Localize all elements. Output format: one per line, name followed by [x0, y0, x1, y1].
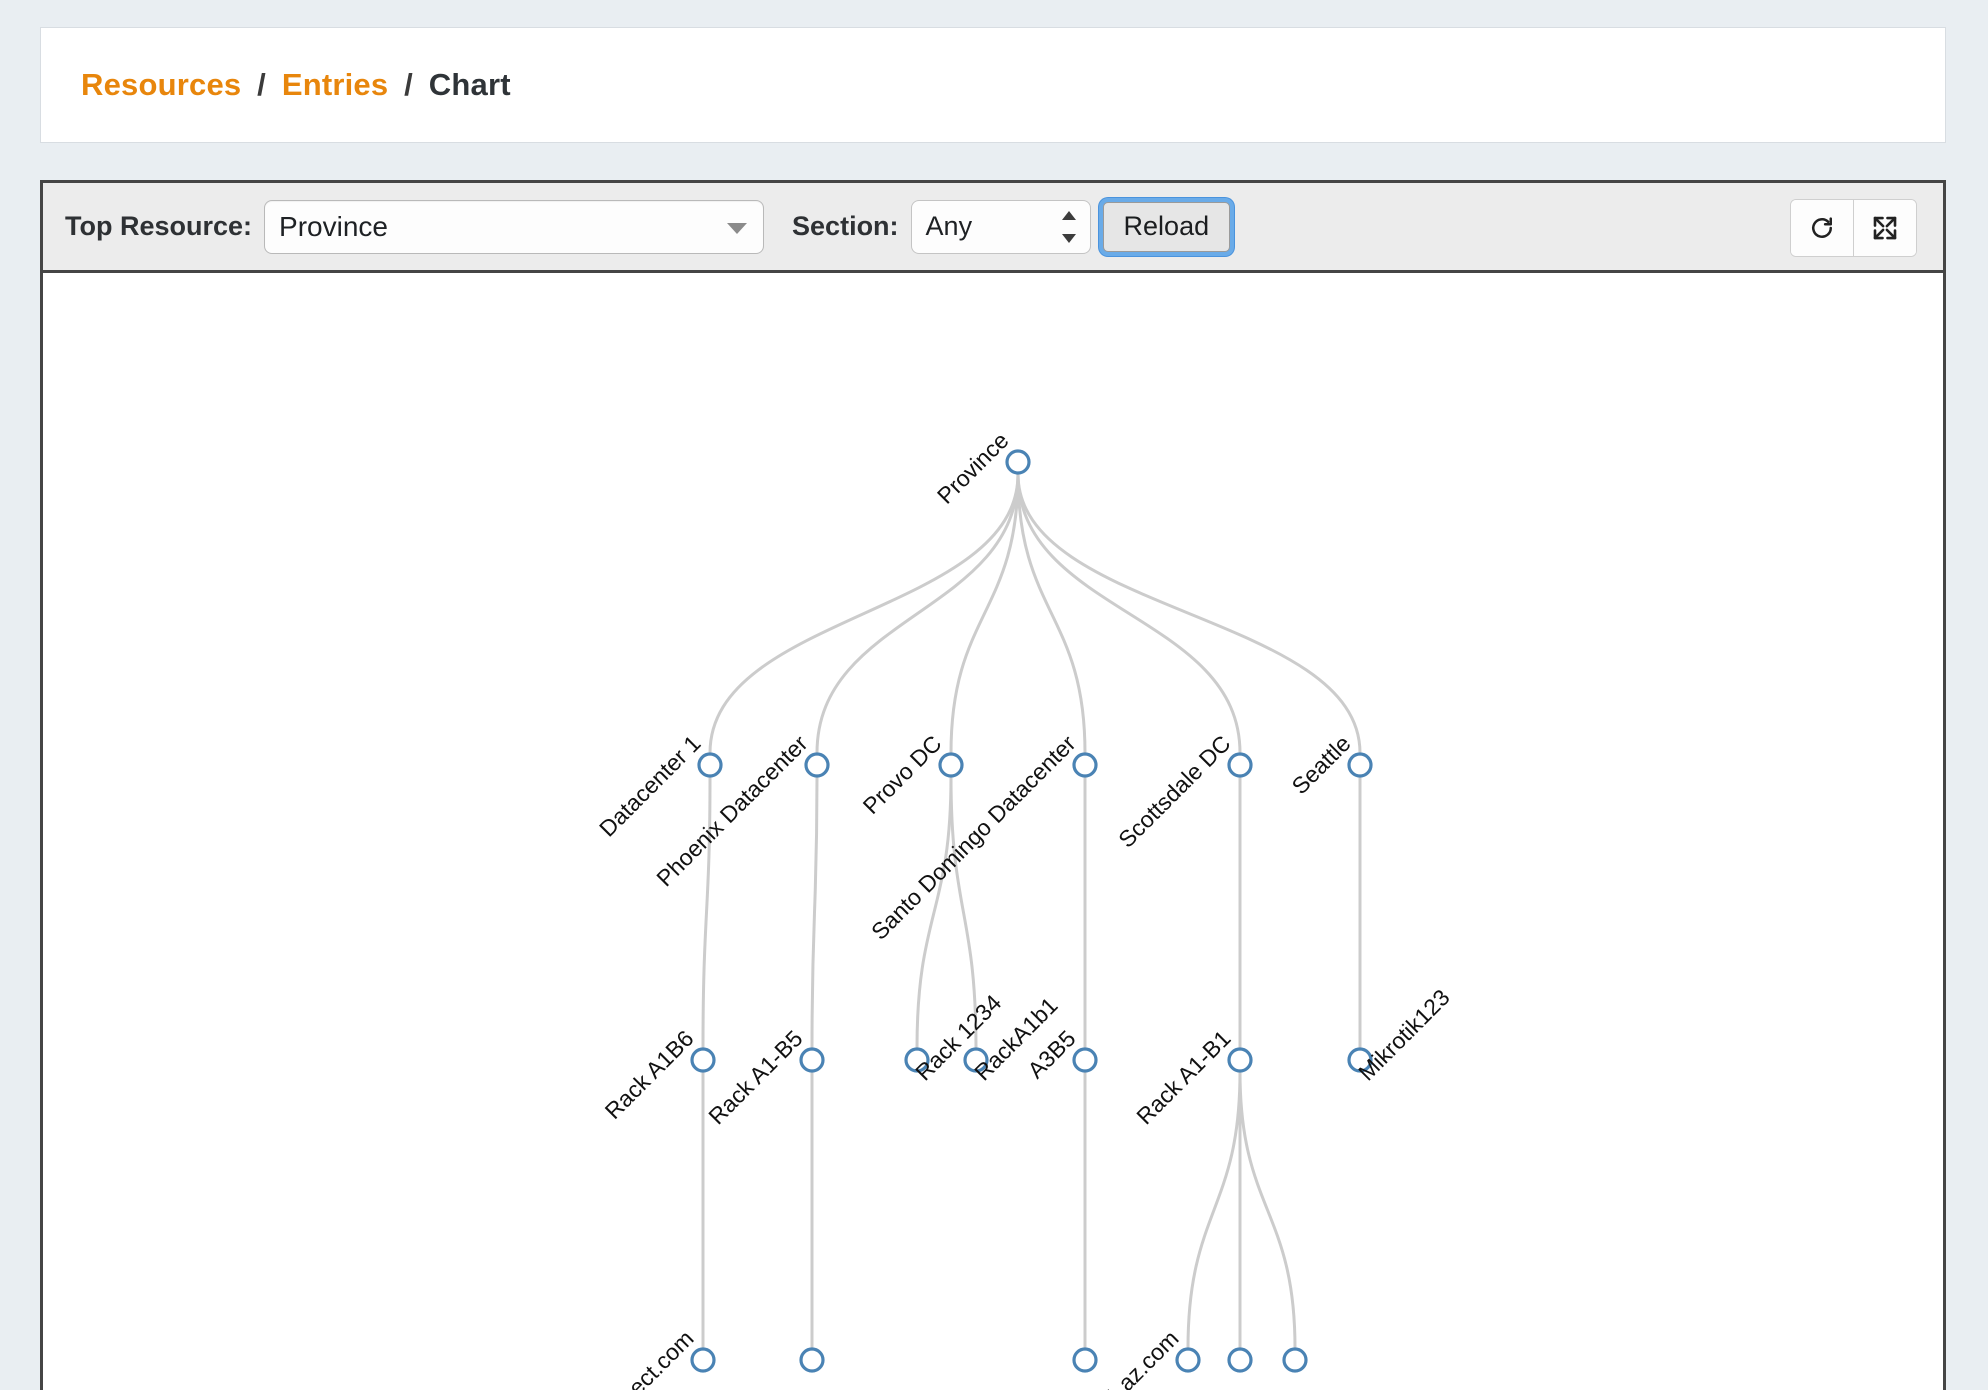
refresh-icon [1812, 216, 1832, 238]
fullscreen-button[interactable] [1853, 199, 1916, 256]
tree-node-circle[interactable] [1072, 1347, 1098, 1373]
breadcrumb-separator-1: / [257, 67, 266, 102]
tree-node[interactable] [799, 1347, 825, 1373]
tree-node-circle[interactable] [1347, 1047, 1373, 1073]
breadcrumb-separator-2: / [404, 67, 413, 102]
tree-node[interactable] [1282, 1347, 1308, 1373]
tree-node-label: Datacenter 1 [594, 730, 706, 842]
tree-node[interactable]: Rack A1-B5 [703, 1025, 825, 1129]
tree-node-label: Rack A1-B1 [1131, 1025, 1235, 1129]
top-resource-select[interactable]: Province [264, 199, 765, 254]
tree-link [949, 473, 1020, 754]
tree-link [949, 776, 978, 1049]
tree-links-layer [701, 473, 1362, 1349]
tree-node-circle[interactable] [1005, 449, 1031, 475]
tree-link [708, 473, 1020, 754]
tree-node-circle[interactable] [799, 1347, 825, 1373]
tree-node-circle[interactable] [1227, 1347, 1253, 1373]
tree-node[interactable] [1227, 1347, 1253, 1373]
tree-node-circle[interactable] [1175, 1347, 1201, 1373]
chart-action-buttons [1790, 198, 1917, 257]
tree-node[interactable]: Rack A1B6 [600, 1025, 716, 1124]
tree-node-circle[interactable] [690, 1347, 716, 1373]
tree-node-circle[interactable] [963, 1047, 989, 1073]
tree-node-circle[interactable] [938, 752, 964, 778]
tree-node[interactable]: Provo DC [858, 730, 964, 819]
tree-node-label: Provo DC [858, 730, 947, 819]
tree-node-circle[interactable] [799, 1047, 825, 1073]
tree-node-circle[interactable] [1347, 752, 1373, 778]
tree-link [1016, 473, 1087, 754]
tree-node[interactable]: Rack A1-B1 [1131, 1025, 1253, 1129]
tree-link [810, 776, 819, 1049]
tree-node-circle[interactable] [1072, 752, 1098, 778]
tree-link [701, 776, 712, 1049]
breadcrumb-item-resources[interactable]: Resources [81, 67, 242, 102]
chart-toolbar: Top Resource: Province Section: Any Relo… [43, 183, 1943, 273]
tree-node-circle[interactable] [804, 752, 830, 778]
tree-link [1238, 1071, 1297, 1349]
tree-node-label: Mikrotik123 [1353, 984, 1455, 1086]
tree-node[interactable]: Scottsdale DC [1113, 730, 1253, 852]
fullscreen-icon [1873, 216, 1897, 239]
tree-link [1016, 473, 1362, 754]
tree-node-circle[interactable] [904, 1047, 930, 1073]
top-resource-value: Province [279, 210, 388, 242]
tree-node-circle[interactable] [1282, 1347, 1308, 1373]
breadcrumb-card: Resources / Entries / Chart [40, 27, 1946, 143]
refresh-button[interactable] [1791, 199, 1853, 256]
breadcrumb: Resources / Entries / Chart [41, 67, 511, 103]
tree-node[interactable]: br7.6connect.com [551, 1325, 716, 1390]
tree-node[interactable]: cs1.az.com [1083, 1325, 1201, 1390]
tree-node-label: Rack A1-B5 [703, 1025, 807, 1129]
chevron-down-icon [727, 222, 748, 234]
chart-panel: Top Resource: Province Section: Any Relo… [40, 180, 1946, 1390]
tree-node-label: Seattle [1287, 730, 1356, 799]
section-select[interactable]: Any [910, 199, 1091, 254]
breadcrumb-item-entries[interactable]: Entries [281, 67, 389, 102]
tree-node-label: Rack A1B6 [600, 1025, 699, 1124]
tree-node-circle[interactable] [690, 1047, 716, 1073]
tree-link [815, 473, 1020, 754]
tree-node-label: cs1.az.com [1083, 1325, 1184, 1390]
reload-focus-ring: Reload [1098, 197, 1235, 256]
breadcrumb-item-chart: Chart [428, 67, 511, 102]
section-label: Section: [792, 211, 899, 241]
tree-node-circle[interactable] [1072, 1047, 1098, 1073]
tree-node[interactable] [1072, 1347, 1098, 1373]
stepper-arrows-icon [1061, 210, 1076, 243]
tree-node-circle[interactable] [1227, 1047, 1253, 1073]
section-value: Any [925, 211, 973, 241]
tree-node-label: br7.6connect.com [551, 1325, 699, 1390]
tree-link [915, 776, 953, 1049]
tree-node-circle[interactable] [1227, 752, 1253, 778]
top-resource-label: Top Resource: [65, 211, 253, 241]
reload-button[interactable]: Reload [1102, 201, 1231, 252]
tree-node-label: Scottsdale DC [1113, 730, 1235, 852]
tree-node-label: Province [932, 427, 1014, 509]
tree-link [1016, 473, 1242, 754]
tree-node[interactable]: Mikrotik123 [1347, 984, 1455, 1086]
tree-link [1186, 1071, 1242, 1349]
tree-node-circle[interactable] [697, 752, 723, 778]
